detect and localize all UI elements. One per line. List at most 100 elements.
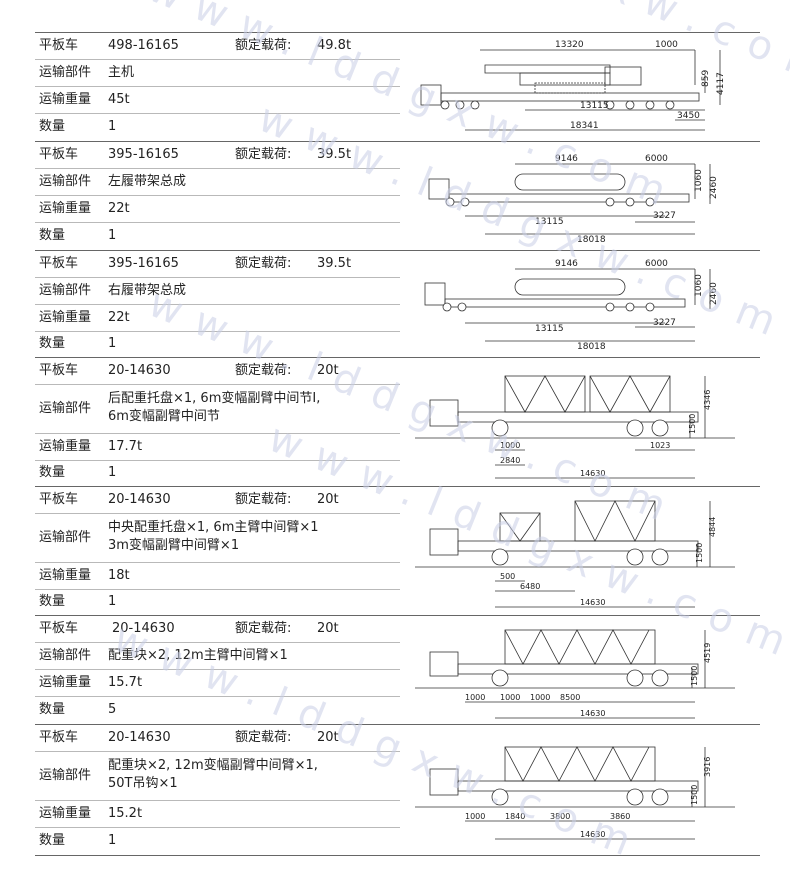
capacity-label: 额定载荷: <box>235 492 292 507</box>
counterweight-tray-diagram: 4844 1500 500 6480 14630 <box>405 489 760 613</box>
qty-row: 数量 1 <box>35 461 400 485</box>
trailer-model: 395-16165 <box>108 147 179 162</box>
qty-value: 1 <box>108 228 117 243</box>
trailer-row: 平板车 395-16165 额定载荷: 39.5t <box>35 142 400 169</box>
weight-label: 运输重量 <box>39 92 92 107</box>
part-value: 后配重托盘×1, 6m变幅副臂中间节Ⅰ, 6m变幅副臂中间节 <box>108 390 398 426</box>
weight-row: 运输重量 17.7t <box>35 434 400 461</box>
dim-label: 3800 <box>550 812 570 821</box>
dim-label: 1500 <box>695 543 704 563</box>
capacity-value: 20t <box>317 621 339 636</box>
dim-label: 4117 <box>716 72 726 95</box>
dim-label: 18018 <box>577 342 606 352</box>
dim-label: 1500 <box>690 666 699 686</box>
part-row: 运输部件 主机 <box>35 60 400 87</box>
dim-label: 1000 <box>655 40 678 50</box>
trailer-label: 平板车 <box>39 38 79 53</box>
part-label: 运输部件 <box>39 768 92 783</box>
part-value: 中央配重托盘×1, 6m主臂中间臂×1 3m变幅副臂中间臂×1 <box>108 519 398 555</box>
dim-label: 1060 <box>694 274 704 297</box>
dim-label: 2460 <box>709 282 719 305</box>
trailer-label: 平板车 <box>39 730 79 745</box>
capacity-label: 额定载荷: <box>235 730 292 745</box>
trailer-label: 平板车 <box>39 147 79 162</box>
dim-label: 859 <box>701 70 711 87</box>
trailer-model: 498-16165 <box>108 38 179 53</box>
weight-value: 22t <box>108 310 130 325</box>
part-label: 运输部件 <box>39 401 92 416</box>
dim-label: 13320 <box>555 40 584 50</box>
dim-label: 4519 <box>703 643 712 663</box>
qty-label: 数量 <box>39 702 66 717</box>
part-row: 运输部件 左履带架总成 <box>35 169 400 196</box>
weight-value: 15.7t <box>108 675 143 690</box>
trailer-model: 20-14630 <box>108 492 171 507</box>
trailer-label: 平板车 <box>39 363 79 378</box>
part-label: 运输部件 <box>39 174 92 189</box>
weight-row: 运输重量 15.7t <box>35 670 400 697</box>
part-label: 运输部件 <box>39 648 92 663</box>
part-line-2: 50T吊钩×1 <box>108 776 178 791</box>
capacity-label: 额定载荷: <box>235 256 292 271</box>
qty-label: 数量 <box>39 594 66 609</box>
transport-block-5: 平板车 20-14630 额定载荷: 20t 运输部件 中央配重托盘×1, 6m… <box>35 486 760 615</box>
trailer-model: 20-14630 <box>108 730 171 745</box>
left-track-diagram: 9146 6000 1060 2460 13115 3227 18018 <box>405 144 760 248</box>
right-track-diagram: 9146 6000 1060 2460 13115 3227 18018 <box>405 253 760 355</box>
dim-label: 9146 <box>555 259 578 269</box>
dim-label: 1000 <box>465 812 485 821</box>
weight-row: 运输重量 18t <box>35 563 400 590</box>
trailer-row: 平板车 20-14630 额定载荷: 20t <box>35 616 400 643</box>
weight-row: 运输重量 22t <box>35 305 400 332</box>
dim-label: 500 <box>500 572 515 581</box>
dim-label: 3227 <box>653 211 676 221</box>
dim-label: 1023 <box>650 441 670 450</box>
part-line-2: 6m变幅副臂中间节 <box>108 409 220 424</box>
dim-label: 6000 <box>645 259 668 269</box>
qty-value: 1 <box>108 594 117 609</box>
qty-row: 数量 1 <box>35 828 400 854</box>
part-line-1: 后配重托盘×1, 6m变幅副臂中间节Ⅰ, <box>108 391 321 406</box>
weight-value: 15.2t <box>108 806 143 821</box>
dim-label: 1000 <box>465 693 485 702</box>
hook-block-diagram: 3916 1500 1000 1840 3800 3860 14630 <box>405 727 760 853</box>
qty-row: 数量 1 <box>35 590 400 614</box>
counterweight-block-diagram: 4519 1500 1000 1000 1000 8500 14630 <box>405 618 760 722</box>
trailer-row: 平板车 20-14630 额定载荷: 20t <box>35 725 400 752</box>
qty-row: 数量 5 <box>35 697 400 723</box>
transport-block-1: 平板车 498-16165 额定载荷: 49.8t 运输部件 主机 运输重量 4… <box>35 32 760 141</box>
part-label: 运输部件 <box>39 65 92 80</box>
capacity-value: 20t <box>317 492 339 507</box>
dim-label: 1000 <box>500 441 520 450</box>
transport-block-4: 平板车 20-14630 额定载荷: 20t 运输部件 后配重托盘×1, 6m变… <box>35 357 760 486</box>
part-row: 运输部件 右履带架总成 <box>35 278 400 305</box>
trailer-row: 平板车 20-14630 额定载荷: 20t <box>35 358 400 385</box>
dim-label: 8500 <box>560 693 580 702</box>
part-value: 主机 <box>108 65 135 80</box>
dim-label: 3450 <box>677 111 700 121</box>
capacity-label: 额定载荷: <box>235 621 292 636</box>
capacity-label: 额定载荷: <box>235 147 292 162</box>
qty-label: 数量 <box>39 119 66 134</box>
weight-row: 运输重量 45t <box>35 87 400 114</box>
part-value: 右履带架总成 <box>108 283 187 298</box>
weight-label: 运输重量 <box>39 568 92 583</box>
trailer-row: 平板车 395-16165 额定载荷: 39.5t <box>35 251 400 278</box>
capacity-label: 额定载荷: <box>235 38 292 53</box>
qty-value: 1 <box>108 119 117 134</box>
trailer-model: 20-14630 <box>108 363 171 378</box>
dim-label: 1060 <box>694 169 704 192</box>
weight-value: 18t <box>108 568 130 583</box>
weight-row: 运输重量 22t <box>35 196 400 223</box>
transport-block-7: 平板车 20-14630 额定载荷: 20t 运输部件 配重块×2, 12m变幅… <box>35 724 760 856</box>
part-line-1: 配重块×2, 12m变幅副臂中间臂×1, <box>108 758 318 773</box>
qty-label: 数量 <box>39 833 66 848</box>
capacity-value: 20t <box>317 730 339 745</box>
jib-section-diagram: 4346 1500 1000 1023 2840 14630 <box>405 360 760 484</box>
qty-value: 1 <box>108 336 117 351</box>
trailer-label: 平板车 <box>39 256 79 271</box>
qty-label: 数量 <box>39 465 66 480</box>
weight-label: 运输重量 <box>39 310 92 325</box>
qty-label: 数量 <box>39 336 66 351</box>
main-unit-diagram: 13320 1000 859 4117 13115 3450 18341 <box>405 35 760 139</box>
